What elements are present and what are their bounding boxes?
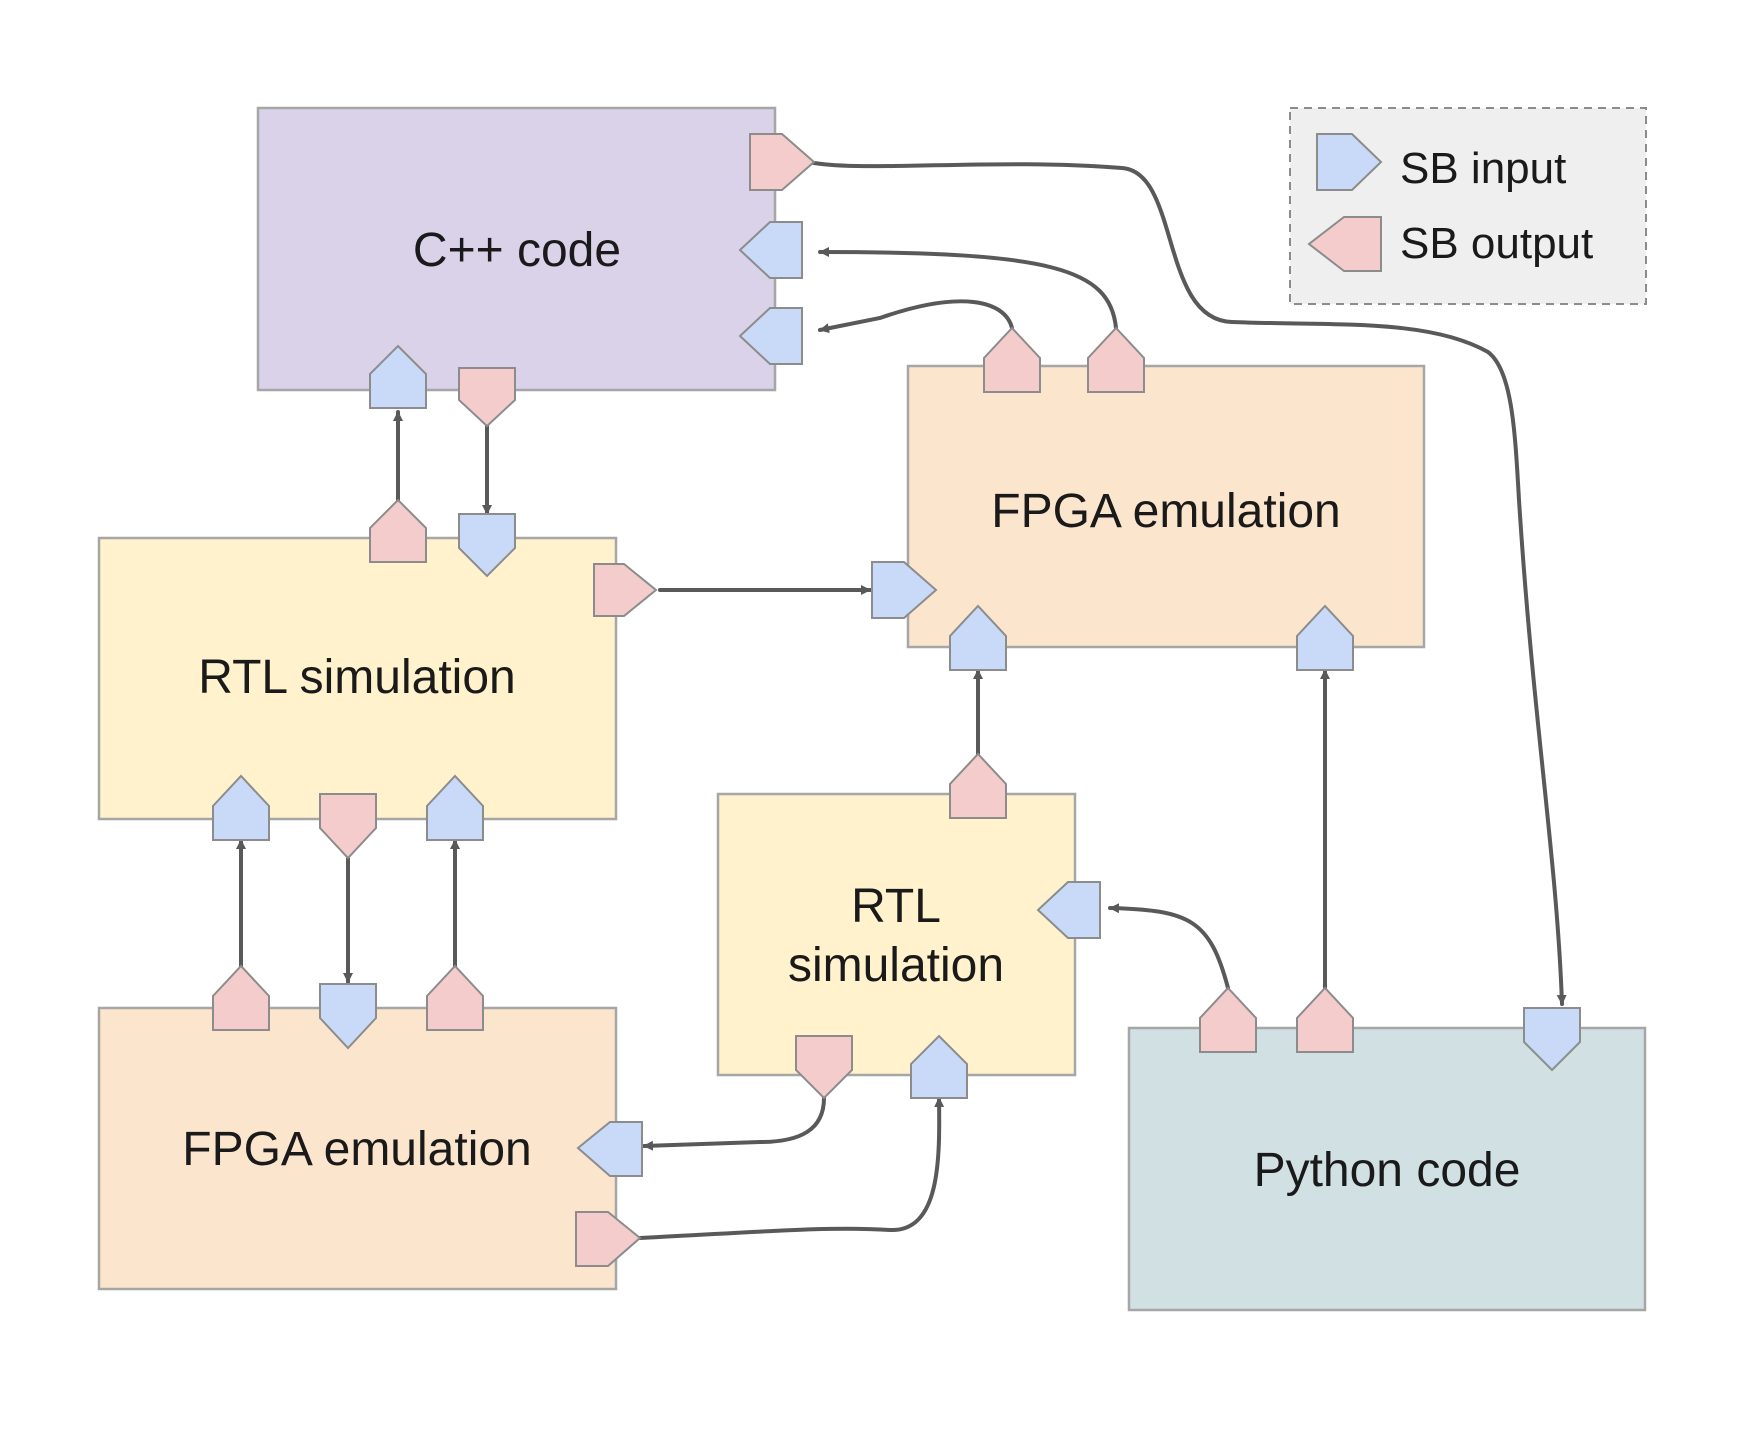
connector-rtl-center-to-fpga-bottom <box>642 1096 826 1151</box>
sb-output-port-rtl-center-bottom <box>795 1035 853 1100</box>
sb-input-port-rtl-left-bottom-2 <box>426 774 484 841</box>
sb-output-port-python-2 <box>1296 986 1354 1053</box>
python-code-block: Python code <box>1127 1026 1647 1312</box>
sb-input-port-cpp-right-2 <box>738 221 803 279</box>
sb-input-legend-icon <box>1316 133 1383 191</box>
ports <box>212 133 1581 1267</box>
sb-output-port-rtl-center-top <box>949 752 1007 819</box>
sb-output-legend-label: SB output <box>1400 219 1593 268</box>
sb-output-port-fpga-bottom-right <box>575 1211 642 1267</box>
connector-cpp-to-python <box>812 161 1567 1006</box>
sb-input-port-rtl-left-top <box>458 513 516 578</box>
sb-input-port-fpga-top-bottom-2 <box>1296 604 1354 671</box>
rtl-simulation-center-block: RTL simulation <box>716 792 1077 1077</box>
sb-input-port-fpga-top-left <box>871 561 938 619</box>
rtl-simulation-left-label: RTL simulation <box>198 651 515 704</box>
connector-fpga-top-to-cpp-lower <box>818 299 1014 334</box>
sb-input-port-rtl-left-bottom-1 <box>212 774 270 841</box>
sb-input-port-python <box>1523 1007 1581 1072</box>
fpga-emulation-top-block: FPGA emulation <box>906 364 1426 649</box>
sb-output-port-fpga-bottom-top-2 <box>426 964 484 1031</box>
sb-input-port-rtl-center-right <box>1036 881 1101 939</box>
sb-output-port-fpga-top-1 <box>983 326 1041 393</box>
sb-input-port-cpp-bottom <box>369 344 427 409</box>
rtl-simulation-left-block: RTL simulation <box>97 536 618 821</box>
connector-python-to-rtl-center <box>1108 903 1230 990</box>
cpp-code-block: C++ code <box>256 106 777 392</box>
sb-output-port-rtl-left-bottom <box>319 793 377 860</box>
fpga-emulation-bottom-block: FPGA emulation <box>97 1006 618 1291</box>
connector-fpga-top-to-cpp-upper <box>818 247 1118 330</box>
python-code-label: Python code <box>1254 1144 1521 1197</box>
sb-output-port-fpga-bottom-top-1 <box>212 964 270 1031</box>
rtl-simulation-center-label-line1: RTL <box>851 880 941 933</box>
sb-output-legend-icon <box>1307 216 1382 272</box>
sb-output-port-cpp-right-1 <box>749 133 816 191</box>
fpga-emulation-bottom-label: FPGA emulation <box>182 1123 532 1176</box>
cpp-code-label: C++ code <box>413 224 621 277</box>
sb-input-port-cpp-right-3 <box>738 307 803 365</box>
rtl-simulation-center-label-line2: simulation <box>788 939 1004 992</box>
sb-input-port-fpga-top-bottom-1 <box>949 604 1007 671</box>
legend: SB input SB output <box>1289 107 1647 305</box>
sb-output-port-python-1 <box>1199 986 1257 1053</box>
sb-input-port-fpga-bottom-right <box>576 1121 643 1177</box>
sb-input-legend-label: SB input <box>1400 144 1566 193</box>
sb-output-port-rtl-left-top <box>369 498 427 563</box>
fpga-emulation-top-label: FPGA emulation <box>991 485 1341 538</box>
sb-input-port-rtl-center-bottom <box>910 1034 968 1099</box>
sb-output-port-fpga-top-2 <box>1087 326 1145 393</box>
sb-output-port-rtl-left-right <box>593 563 658 617</box>
connector-fpga-bottom-to-rtl-center <box>638 1096 945 1240</box>
sb-input-port-fpga-bottom-top <box>319 983 377 1050</box>
sb-output-port-cpp-bottom <box>458 367 516 428</box>
connectors <box>236 161 1567 1240</box>
